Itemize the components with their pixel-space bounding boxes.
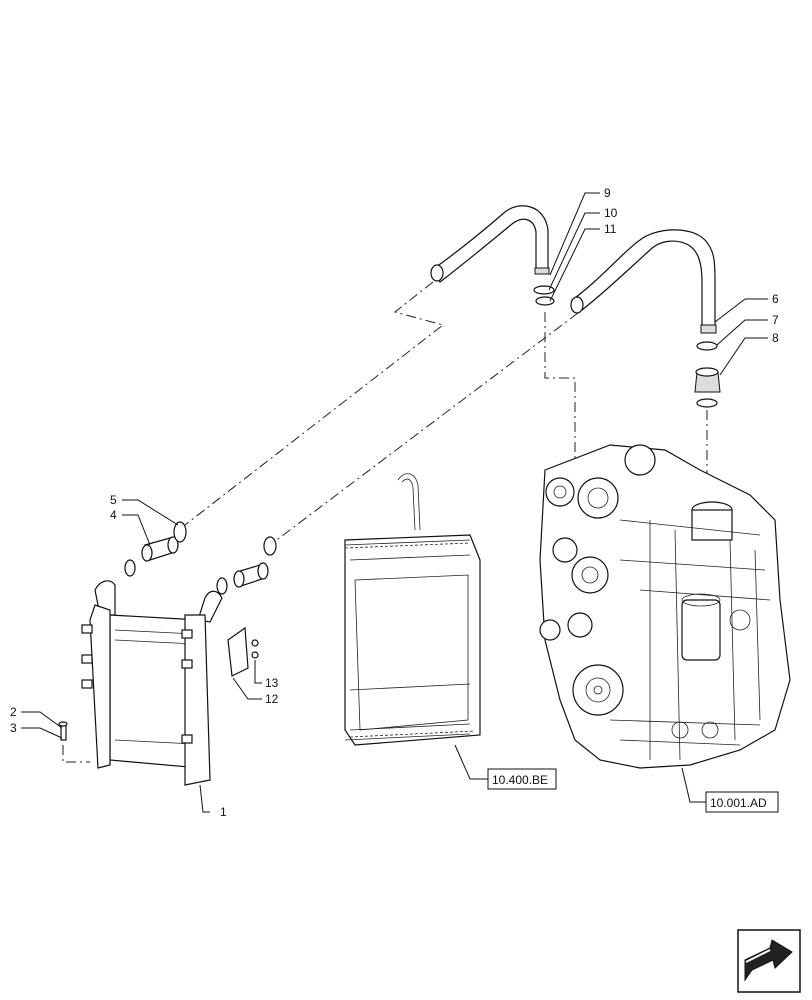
callout-9: 9 bbox=[604, 186, 611, 200]
callout-5: 5 bbox=[110, 493, 117, 507]
radiator-assembly bbox=[344, 473, 481, 746]
hose-4-right bbox=[233, 562, 269, 588]
clamp-10 bbox=[533, 285, 555, 295]
intercooler-1 bbox=[81, 580, 223, 786]
callout-7: 7 bbox=[772, 313, 779, 327]
hose-4 bbox=[141, 536, 179, 562]
elbow-8 bbox=[694, 367, 721, 408]
reference-box-radiator[interactable]: 10.400.BE bbox=[487, 768, 557, 790]
bolt-2 bbox=[58, 721, 68, 741]
callout-4: 4 bbox=[110, 508, 117, 522]
clamp-7 bbox=[696, 341, 718, 351]
engine-assembly bbox=[539, 444, 791, 769]
clamp-11 bbox=[535, 296, 555, 306]
callout-6: 6 bbox=[772, 292, 779, 306]
reference-box-engine[interactable]: 10.001.AD bbox=[705, 791, 779, 813]
callout-10: 10 bbox=[604, 206, 618, 220]
reference-label-engine: 10.001.AD bbox=[710, 796, 767, 810]
bracket-12 bbox=[227, 626, 259, 677]
clamp-5 bbox=[173, 521, 187, 543]
callout-13: 13 bbox=[265, 676, 279, 690]
callout-1: 1 bbox=[220, 805, 227, 819]
reference-label-radiator: 10.400.BE bbox=[492, 773, 548, 787]
pipe-6 bbox=[570, 229, 717, 334]
callout-11: 11 bbox=[604, 222, 617, 236]
callout-2: 2 bbox=[10, 705, 17, 719]
callout-3: 3 bbox=[10, 721, 17, 735]
callout-12: 12 bbox=[265, 692, 279, 706]
callout-8: 8 bbox=[772, 331, 779, 345]
pipe-9 bbox=[430, 205, 550, 283]
next-page-arrow-icon[interactable] bbox=[737, 929, 801, 993]
